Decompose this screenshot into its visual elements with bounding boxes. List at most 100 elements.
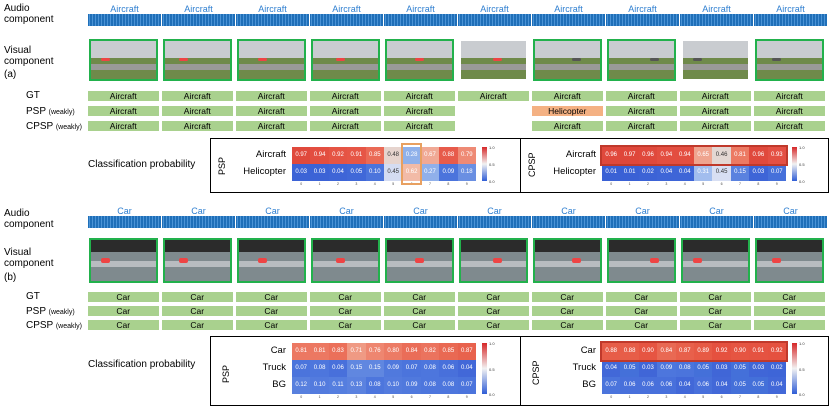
audio-segment: Car	[754, 206, 827, 228]
video-frame	[459, 39, 528, 81]
waveform	[384, 14, 457, 26]
frame-obj	[693, 58, 703, 62]
frame-ground	[461, 252, 526, 281]
cpsp-cell: Car	[384, 320, 455, 330]
heatmap-cell: 0.92	[328, 147, 348, 164]
audio-segment-label: Aircraft	[554, 4, 583, 14]
highlight-box	[600, 341, 788, 362]
psp-cell: Aircraft	[680, 106, 751, 116]
gt-cell: Car	[458, 292, 529, 302]
heatmap-cell: 0.46	[712, 147, 731, 164]
video-frame	[607, 238, 676, 283]
heatmap-cell: 0.96	[638, 147, 658, 164]
frame-road	[313, 260, 378, 267]
panel-a-tag: (a)	[4, 69, 17, 80]
psp-cell: Car	[384, 306, 455, 316]
heatmap-cell: 0.08	[675, 360, 694, 377]
audio-segment-label: Car	[117, 206, 132, 216]
frame-road	[91, 64, 156, 70]
frame-obj	[100, 58, 110, 62]
heatmap-cell: 0.97	[292, 147, 311, 164]
frame-road	[535, 64, 600, 70]
gt-cell: Aircraft	[162, 91, 233, 101]
waveform	[754, 14, 827, 26]
audio-segment: Car	[532, 206, 605, 228]
heatmap-row-label: BG	[272, 379, 286, 390]
waveform	[458, 14, 531, 26]
video-frame	[459, 238, 528, 283]
heatmap-row-label: Helicopter	[243, 166, 286, 177]
frame-obj	[179, 58, 189, 62]
frame-sky	[609, 240, 674, 253]
video-frame	[163, 238, 232, 283]
waveform	[88, 216, 161, 228]
highlight-box	[600, 145, 788, 166]
heatmap-cell: 0.48	[384, 147, 403, 164]
psp-cell: Car	[310, 306, 381, 316]
cpsp-cell: Aircraft	[606, 121, 677, 131]
frame-obj	[650, 258, 660, 264]
frame-ground	[239, 252, 304, 281]
heatmap-cell: 0.76	[365, 343, 384, 360]
heatmap-tick-label: 1	[318, 395, 321, 399]
heatmap-tick-label: 4	[373, 395, 376, 399]
frame-road	[609, 64, 674, 70]
heatmap-cell: 0.91	[749, 343, 768, 360]
frame-road	[757, 260, 822, 267]
audio-segment-label: Car	[487, 206, 502, 216]
heatmap-tick-label: 2	[647, 395, 649, 399]
frame-obj	[336, 58, 346, 62]
cpsp-cell: Aircraft	[162, 121, 233, 131]
psp-cell: Aircraft	[236, 106, 307, 116]
frame-obj	[650, 58, 660, 62]
colorbar-tick-label: 0.5	[489, 162, 495, 167]
audio-segment: Aircraft	[236, 4, 309, 26]
heatmap-cell: 0.15	[730, 164, 750, 181]
heatmap-tick-label: 0	[610, 182, 613, 186]
audio-segment: Car	[384, 206, 457, 228]
cpsp-cell: Aircraft	[88, 121, 159, 131]
heatmap-cell: 0.88	[439, 147, 458, 164]
colorbar-tick-label: 0.5	[799, 162, 805, 167]
waveform	[88, 14, 161, 26]
colorbar-tick-label: 1.0	[799, 145, 805, 150]
audio-segment-label: Aircraft	[258, 4, 287, 14]
psp-cell: Aircraft	[310, 106, 381, 116]
frame-sky	[91, 240, 156, 253]
heatmap-cell: 0.02	[767, 360, 786, 377]
psp-cell: Aircraft	[384, 106, 455, 116]
heatmap-cell: 0.85	[365, 147, 384, 164]
video-frame	[311, 238, 380, 283]
colorbar-tick-label: 0.0	[799, 392, 805, 397]
heatmap-cell: 0.13	[347, 377, 366, 394]
cpsp-cell: Car	[754, 320, 825, 330]
waveform	[606, 14, 679, 26]
colorbar-tick-label: 0.0	[489, 179, 495, 184]
audio-segment: Car	[606, 206, 679, 228]
video-frame	[237, 238, 306, 283]
heatmap-cell: 0.06	[657, 377, 676, 394]
heatmap-cell: 0.11	[328, 377, 348, 394]
heatmap-tick-label: 2	[647, 182, 649, 186]
heatmap-cell: 0.05	[730, 377, 750, 394]
frame-road	[535, 260, 600, 267]
frame-sky	[239, 240, 304, 253]
heatmap-tick-label: 3	[665, 395, 668, 399]
psp-cell: Car	[236, 306, 307, 316]
heatmap-cell: 0.06	[620, 377, 639, 394]
heatmap-cell: 0.45	[384, 164, 403, 181]
heatmap-cell: 0.45	[712, 164, 731, 181]
heatmap-tick-label: 5	[702, 182, 705, 186]
heatmap-cell: 0.07	[402, 360, 421, 377]
audio-segment: Car	[458, 206, 531, 228]
psp-cell: Helicopter	[532, 106, 603, 116]
gt-label: GT	[26, 90, 40, 101]
audio-segment: Car	[162, 206, 235, 228]
psp-cell: Car	[680, 306, 751, 316]
heatmap-cell: 0.08	[365, 377, 384, 394]
